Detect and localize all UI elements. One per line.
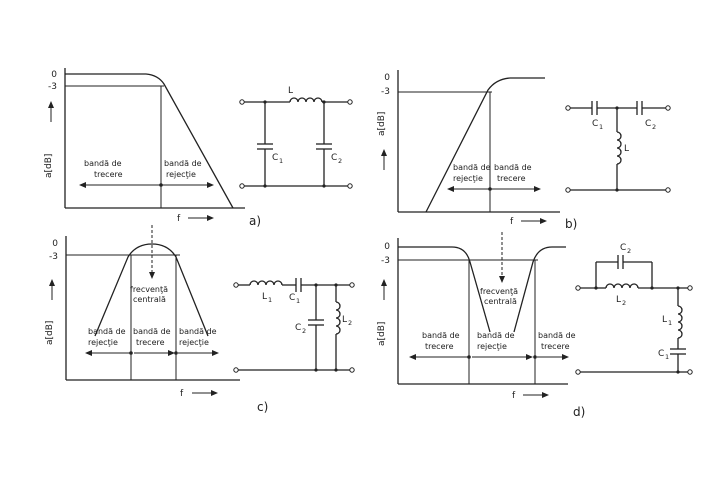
panel-b-inductor-l	[616, 131, 622, 165]
panel-d-label-l1-sub: 1	[668, 319, 672, 327]
panel-d-center-2: centrală	[484, 297, 517, 306]
panel-a-inductor-l	[289, 97, 323, 103]
panel-a-tick-3: -3	[48, 82, 57, 92]
panel-b-band-pass-2: trecere	[497, 174, 526, 183]
panel-b-x-label: f	[510, 217, 514, 227]
panel-b-label-l: L	[624, 144, 629, 154]
panel-c-label-l1-sub: 1	[268, 296, 272, 304]
panel-c-x-label: f	[180, 389, 184, 399]
panel-c-label-c2: C	[295, 323, 301, 333]
panel-a-circuit: L C 1 C 2	[239, 86, 353, 189]
panel-d-label-c2-sub: 2	[627, 247, 631, 255]
panel-b-circuit: C 1 C 2 L	[565, 101, 671, 193]
panel-c-label-l2-sub: 2	[348, 319, 352, 327]
panel-a-label-c1-sub: 1	[279, 157, 283, 165]
panel-a-label-c2: C	[331, 153, 337, 163]
panel-c-inductor-l1	[249, 280, 283, 286]
panel-b-cutoff-dot	[488, 187, 492, 191]
panel-a-response-curve	[65, 73, 234, 209]
panel-a-band-stop-2: rejecţie	[166, 170, 196, 179]
panel-a-band-stop-1: bandă de	[164, 159, 202, 168]
panel-a-label-l: L	[288, 86, 293, 96]
panel-a-band-pass-2: trecere	[94, 170, 123, 179]
panel-c-stop-left-1: bandă de	[88, 327, 126, 336]
panel-c-stop-left-2: rejecţie	[88, 338, 118, 347]
panel-d-label-l2-sub: 2	[622, 299, 626, 307]
panel-c-center-2: centrală	[133, 295, 166, 304]
panel-d-pass-left-1: bandă de	[422, 331, 460, 340]
panel-c-bandpass: 0 -3 a[dB] f frecvenţă centrală bandă de…	[45, 225, 268, 414]
panel-d-label-l2: L	[616, 295, 621, 305]
panel-c-pass-1: bandă de	[133, 327, 171, 336]
panel-b-highpass: 0 -3 a[dB] f bandă de rejecţie bandă de …	[377, 70, 577, 231]
panel-d-x-label: f	[512, 391, 516, 401]
panel-b-response-curve	[425, 77, 545, 213]
panel-d-label-c2: C	[620, 243, 626, 253]
panel-c-stop-right-2: rejecţie	[179, 338, 209, 347]
panel-c-label-l1: L	[262, 292, 267, 302]
panel-a-label-c2-sub: 2	[338, 157, 342, 165]
panel-b-band-pass-1: bandă de	[494, 163, 532, 172]
panel-d-y-label: a[dB]	[377, 322, 387, 346]
panel-b-band-stop-1: bandă de	[453, 163, 491, 172]
panel-a-tag: a)	[249, 214, 261, 228]
panel-a-x-label: f	[177, 214, 181, 224]
panel-a-label-c1: C	[272, 153, 278, 163]
panel-c-tick-0: 0	[52, 239, 58, 249]
panel-a-lowpass: 0 -3 a[dB] f bandă de trecere bandă de r…	[44, 68, 261, 228]
panel-c-response-curve	[94, 243, 209, 337]
panel-d-circuit: C 2 L 2 L 1 C 1	[575, 243, 693, 375]
panel-b-label-c1: C	[592, 119, 598, 129]
panel-d-label-c1: C	[658, 349, 664, 359]
panel-d-tag: d)	[573, 405, 585, 419]
panel-a-band-pass-1: bandă de	[84, 159, 122, 168]
panel-a-tick-0: 0	[51, 70, 57, 80]
panel-c-label-c1: C	[289, 293, 295, 303]
panel-d-pass-right-2: trecere	[541, 342, 570, 351]
panel-c-y-label: a[dB]	[45, 321, 55, 345]
panel-c-circuit: L 1 C 1 C 2 L 2	[233, 278, 355, 373]
panel-c-pass-2: trecere	[136, 338, 165, 347]
panel-d-label-l1: L	[662, 315, 667, 325]
panel-a-cutoff-dot	[159, 183, 163, 187]
panel-b-label-c2: C	[645, 119, 651, 129]
panel-d-inductor-l2	[605, 283, 639, 289]
panel-d-inductor-l1	[677, 305, 683, 339]
panel-d-response-curve	[398, 246, 566, 333]
panel-b-label-c2-sub: 2	[652, 123, 656, 131]
panel-c-stop-right-1: bandă de	[179, 327, 217, 336]
panel-c-center-1: frecvenţă	[130, 285, 168, 294]
panel-d-pass-left-2: trecere	[425, 342, 454, 351]
panel-d-tick-3: -3	[381, 256, 390, 266]
panel-b-tag: b)	[565, 217, 577, 231]
panel-d-stop-2: rejecţie	[477, 342, 507, 351]
panel-d-stop-1: bandă de	[477, 331, 515, 340]
panel-d-center-1: frecvenţă	[480, 287, 518, 296]
panel-d-bandstop: 0 -3 a[dB] f frecvenţă centrală bandă de…	[377, 232, 585, 419]
panel-b-tick-3: -3	[381, 87, 390, 97]
panel-b-tick-0: 0	[384, 73, 390, 83]
panel-c-label-c2-sub: 2	[302, 327, 306, 335]
panel-d-label-c1-sub: 1	[665, 353, 669, 361]
panel-c-tag: c)	[257, 400, 268, 414]
panel-b-y-label: a[dB]	[377, 112, 387, 136]
panel-c-label-c1-sub: 1	[296, 297, 300, 305]
panel-b-band-stop-2: rejecţie	[453, 174, 483, 183]
panel-c-inductor-l2	[335, 301, 341, 335]
panel-c-tick-3: -3	[49, 252, 58, 262]
panel-d-tick-0: 0	[384, 242, 390, 252]
panel-d-pass-right-1: bandă de	[538, 331, 576, 340]
panel-c-label-l2: L	[342, 315, 347, 325]
panel-a-y-label: a[dB]	[44, 154, 54, 178]
panel-b-label-c1-sub: 1	[599, 123, 603, 131]
